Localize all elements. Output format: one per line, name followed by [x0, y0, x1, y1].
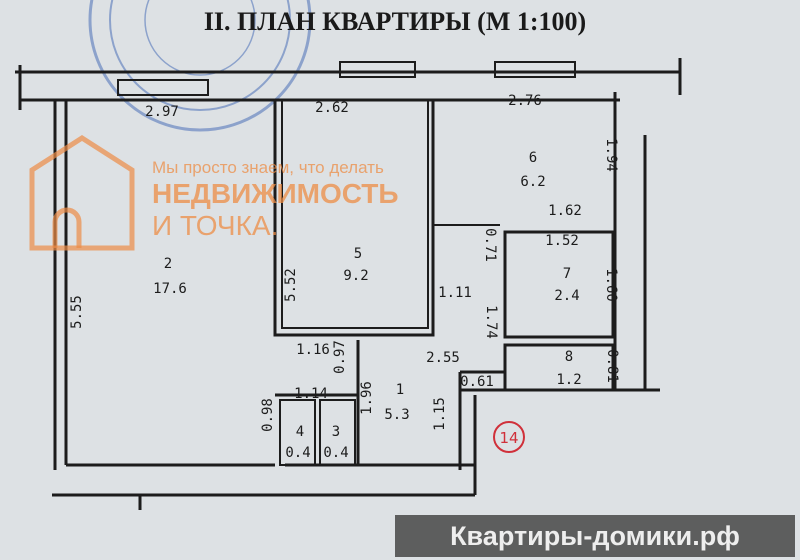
dim-label: 1.15 [432, 397, 448, 431]
room-7-number: 7 [563, 266, 571, 282]
dim-label: 1.11 [438, 285, 472, 301]
dim-label: 0.97 [332, 340, 348, 374]
watermark-slogan: Мы просто знаем, что делать [152, 158, 384, 177]
room-2-number: 2 [164, 256, 172, 272]
stamp-seal [88, 0, 312, 132]
agency-watermark: Мы просто знаем, что делать НЕДВИЖИМОСТЬ… [152, 158, 398, 242]
apartment-number: 14 [499, 429, 518, 447]
room-6-number: 6 [529, 150, 537, 166]
walls [15, 58, 682, 510]
room-5-area: 9.2 [343, 268, 368, 284]
room-3-area: 0.4 [323, 445, 348, 461]
dim-label: 5.55 [69, 295, 85, 329]
room-5-number: 5 [354, 246, 362, 262]
room-8-number: 8 [565, 349, 573, 365]
room-1-area: 5.3 [384, 407, 409, 423]
dim-label: 1.60 [603, 268, 619, 302]
dim-label: 2.76 [508, 93, 542, 109]
room-1-number: 1 [396, 382, 404, 398]
dim-label: 1.74 [483, 305, 499, 339]
plan-title: II. ПЛАН КВАРТИРЫ (М 1:100) [204, 7, 586, 36]
dim-label: 2.55 [426, 350, 460, 366]
apartment-number-mark: 14 [493, 421, 525, 453]
dim-label: 0.81 [604, 349, 620, 383]
room-labels: 2 17.6 5 9.2 6 6.2 7 2.4 8 1.2 1 5.3 4 0… [153, 150, 582, 461]
house-logo-icon [29, 135, 135, 251]
watermark-tagline: И ТОЧКА. [152, 210, 279, 241]
site-banner: Квартиры-домики.рф [395, 515, 795, 557]
dim-label: 1.62 [548, 203, 582, 219]
room-4-number: 4 [296, 424, 304, 440]
dim-label: 1.16 [296, 342, 330, 358]
dim-label: 5.52 [283, 268, 299, 302]
dim-label: 0.61 [460, 374, 494, 390]
dim-label: 1.52 [545, 233, 579, 249]
room-8-area: 1.2 [556, 372, 581, 388]
dim-label: 1.14 [294, 386, 328, 402]
room-3-number: 3 [332, 424, 340, 440]
dim-label: 1.94 [603, 138, 619, 172]
dim-label: 0.98 [260, 398, 276, 432]
dim-label: 2.62 [315, 100, 349, 116]
dimension-labels: 2.97 2.62 2.76 1.94 1.62 1.52 1.60 0.71 … [69, 93, 620, 432]
watermark-brand: НЕДВИЖИМОСТЬ [152, 178, 399, 209]
room-4-area: 0.4 [285, 445, 310, 461]
room-7-area: 2.4 [554, 288, 579, 304]
room-2-area: 17.6 [153, 281, 187, 297]
dim-label: 2.97 [145, 104, 179, 120]
dim-label: 1.96 [359, 381, 375, 415]
room-6-area: 6.2 [520, 174, 545, 190]
dim-label: 0.71 [482, 228, 498, 262]
